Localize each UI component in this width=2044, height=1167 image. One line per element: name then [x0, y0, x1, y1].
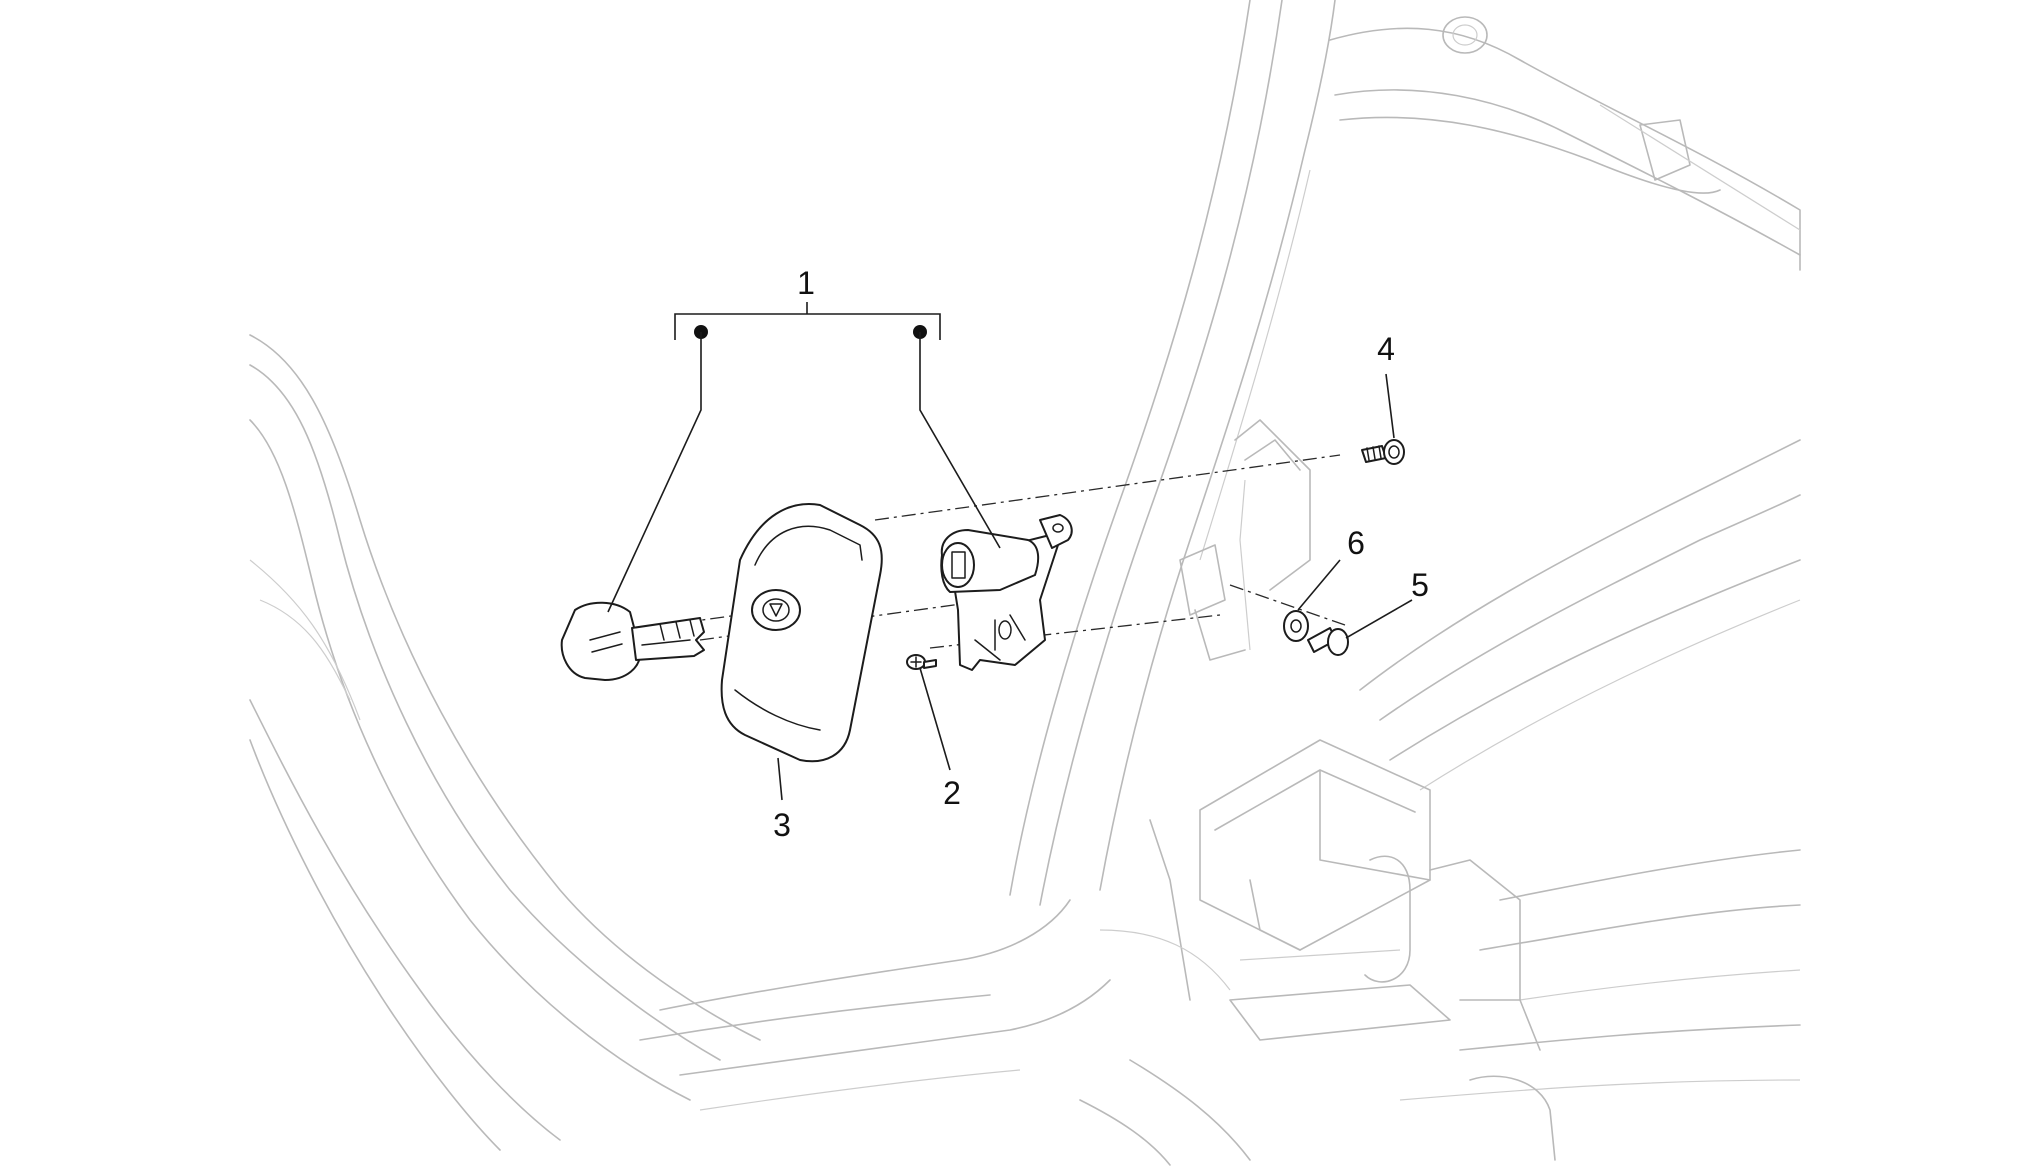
screw-part-4: [1361, 439, 1405, 465]
set-bracket: [674, 313, 941, 340]
leader-lines: [607, 302, 1413, 801]
washer-part-6: [1283, 610, 1309, 642]
callout-4: 4: [1377, 331, 1395, 367]
callout-2: 2: [943, 775, 961, 811]
callout-5: 5: [1411, 567, 1429, 603]
lock-cover: [720, 503, 883, 763]
screw-part-2: [906, 654, 937, 670]
callout-labels: 1 2 3 4 5 6: [773, 265, 1429, 843]
vehicle-frame: [249, 0, 1801, 1166]
callout-3: 3: [773, 807, 791, 843]
callout-1: 1: [797, 265, 815, 301]
bolt-part-5: [1307, 627, 1349, 656]
ignition-key: [560, 601, 705, 681]
lock-barrel-bracket: [940, 514, 1073, 671]
callout-6: 6: [1347, 525, 1365, 561]
